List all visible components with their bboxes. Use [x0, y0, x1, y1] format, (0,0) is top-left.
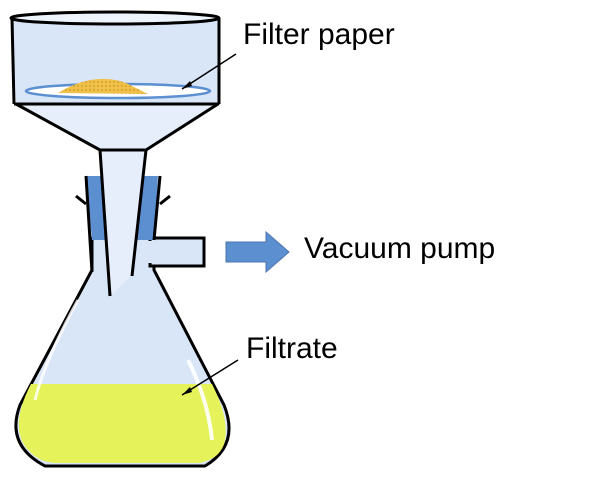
flask-highlight-left: [33, 299, 80, 401]
filter-paper-pointer: [181, 53, 237, 90]
flask-highlight-right: [186, 359, 214, 441]
label-vacuum-pump: Vacuum pump: [304, 232, 496, 265]
funnel-cylinder: [12, 18, 218, 104]
funnel-cone: [14, 102, 220, 152]
label-filter-paper: Filter paper: [243, 18, 395, 51]
vacuum-arrow: [225, 230, 290, 274]
side-arm: [148, 236, 206, 268]
label-filtrate: Filtrate: [246, 332, 338, 365]
filtrate-pointer: [181, 359, 239, 396]
precipitate: [58, 78, 148, 94]
filtrate-liquid: [18, 384, 226, 463]
funnel-stem: [100, 150, 146, 296]
